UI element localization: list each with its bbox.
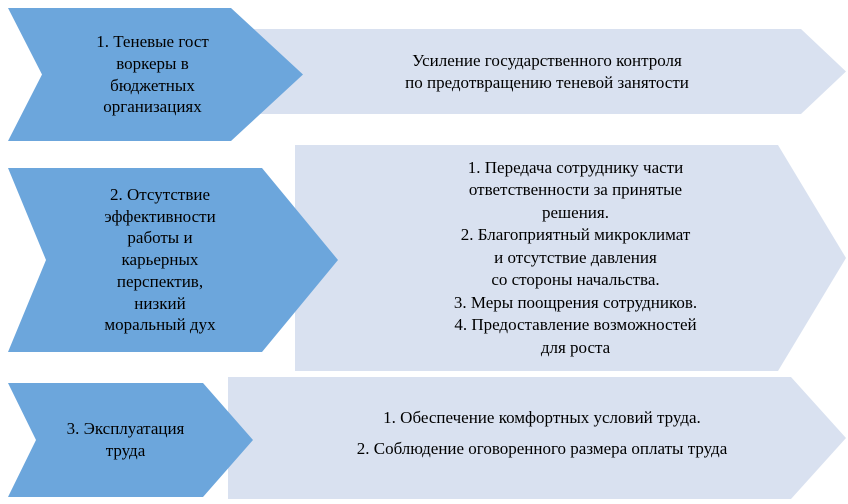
problem-text-2: 2. Отсутствие эффективности работы и кар… xyxy=(104,184,216,335)
solution-text-2: 1. Передача сотруднику части ответственн… xyxy=(453,158,698,357)
solution-arrow-3: 1. Обеспечение комфортных условий труда.… xyxy=(228,377,846,499)
problem-chevron-2: 2. Отсутствие эффективности работы и кар… xyxy=(8,168,338,352)
problem-chevron-1: 1. Теневые гост воркеры в бюджетных орга… xyxy=(8,8,303,141)
problem-chevron-3: 3. Эксплуатация труда xyxy=(8,383,253,497)
solution-text-1: Усиление государственного контроля по пр… xyxy=(405,50,689,92)
solution-arrow-1: Усиление государственного контроля по пр… xyxy=(228,29,846,114)
problem-text-1: 1. Теневые гост воркеры в бюджетных орга… xyxy=(96,32,209,117)
solution-arrow-2: 1. Передача сотруднику части ответственн… xyxy=(295,145,846,371)
solution-text-3: 1. Обеспечение комфортных условий труда.… xyxy=(356,407,728,458)
problem-text-3: 3. Эксплуатация труда xyxy=(66,419,185,460)
